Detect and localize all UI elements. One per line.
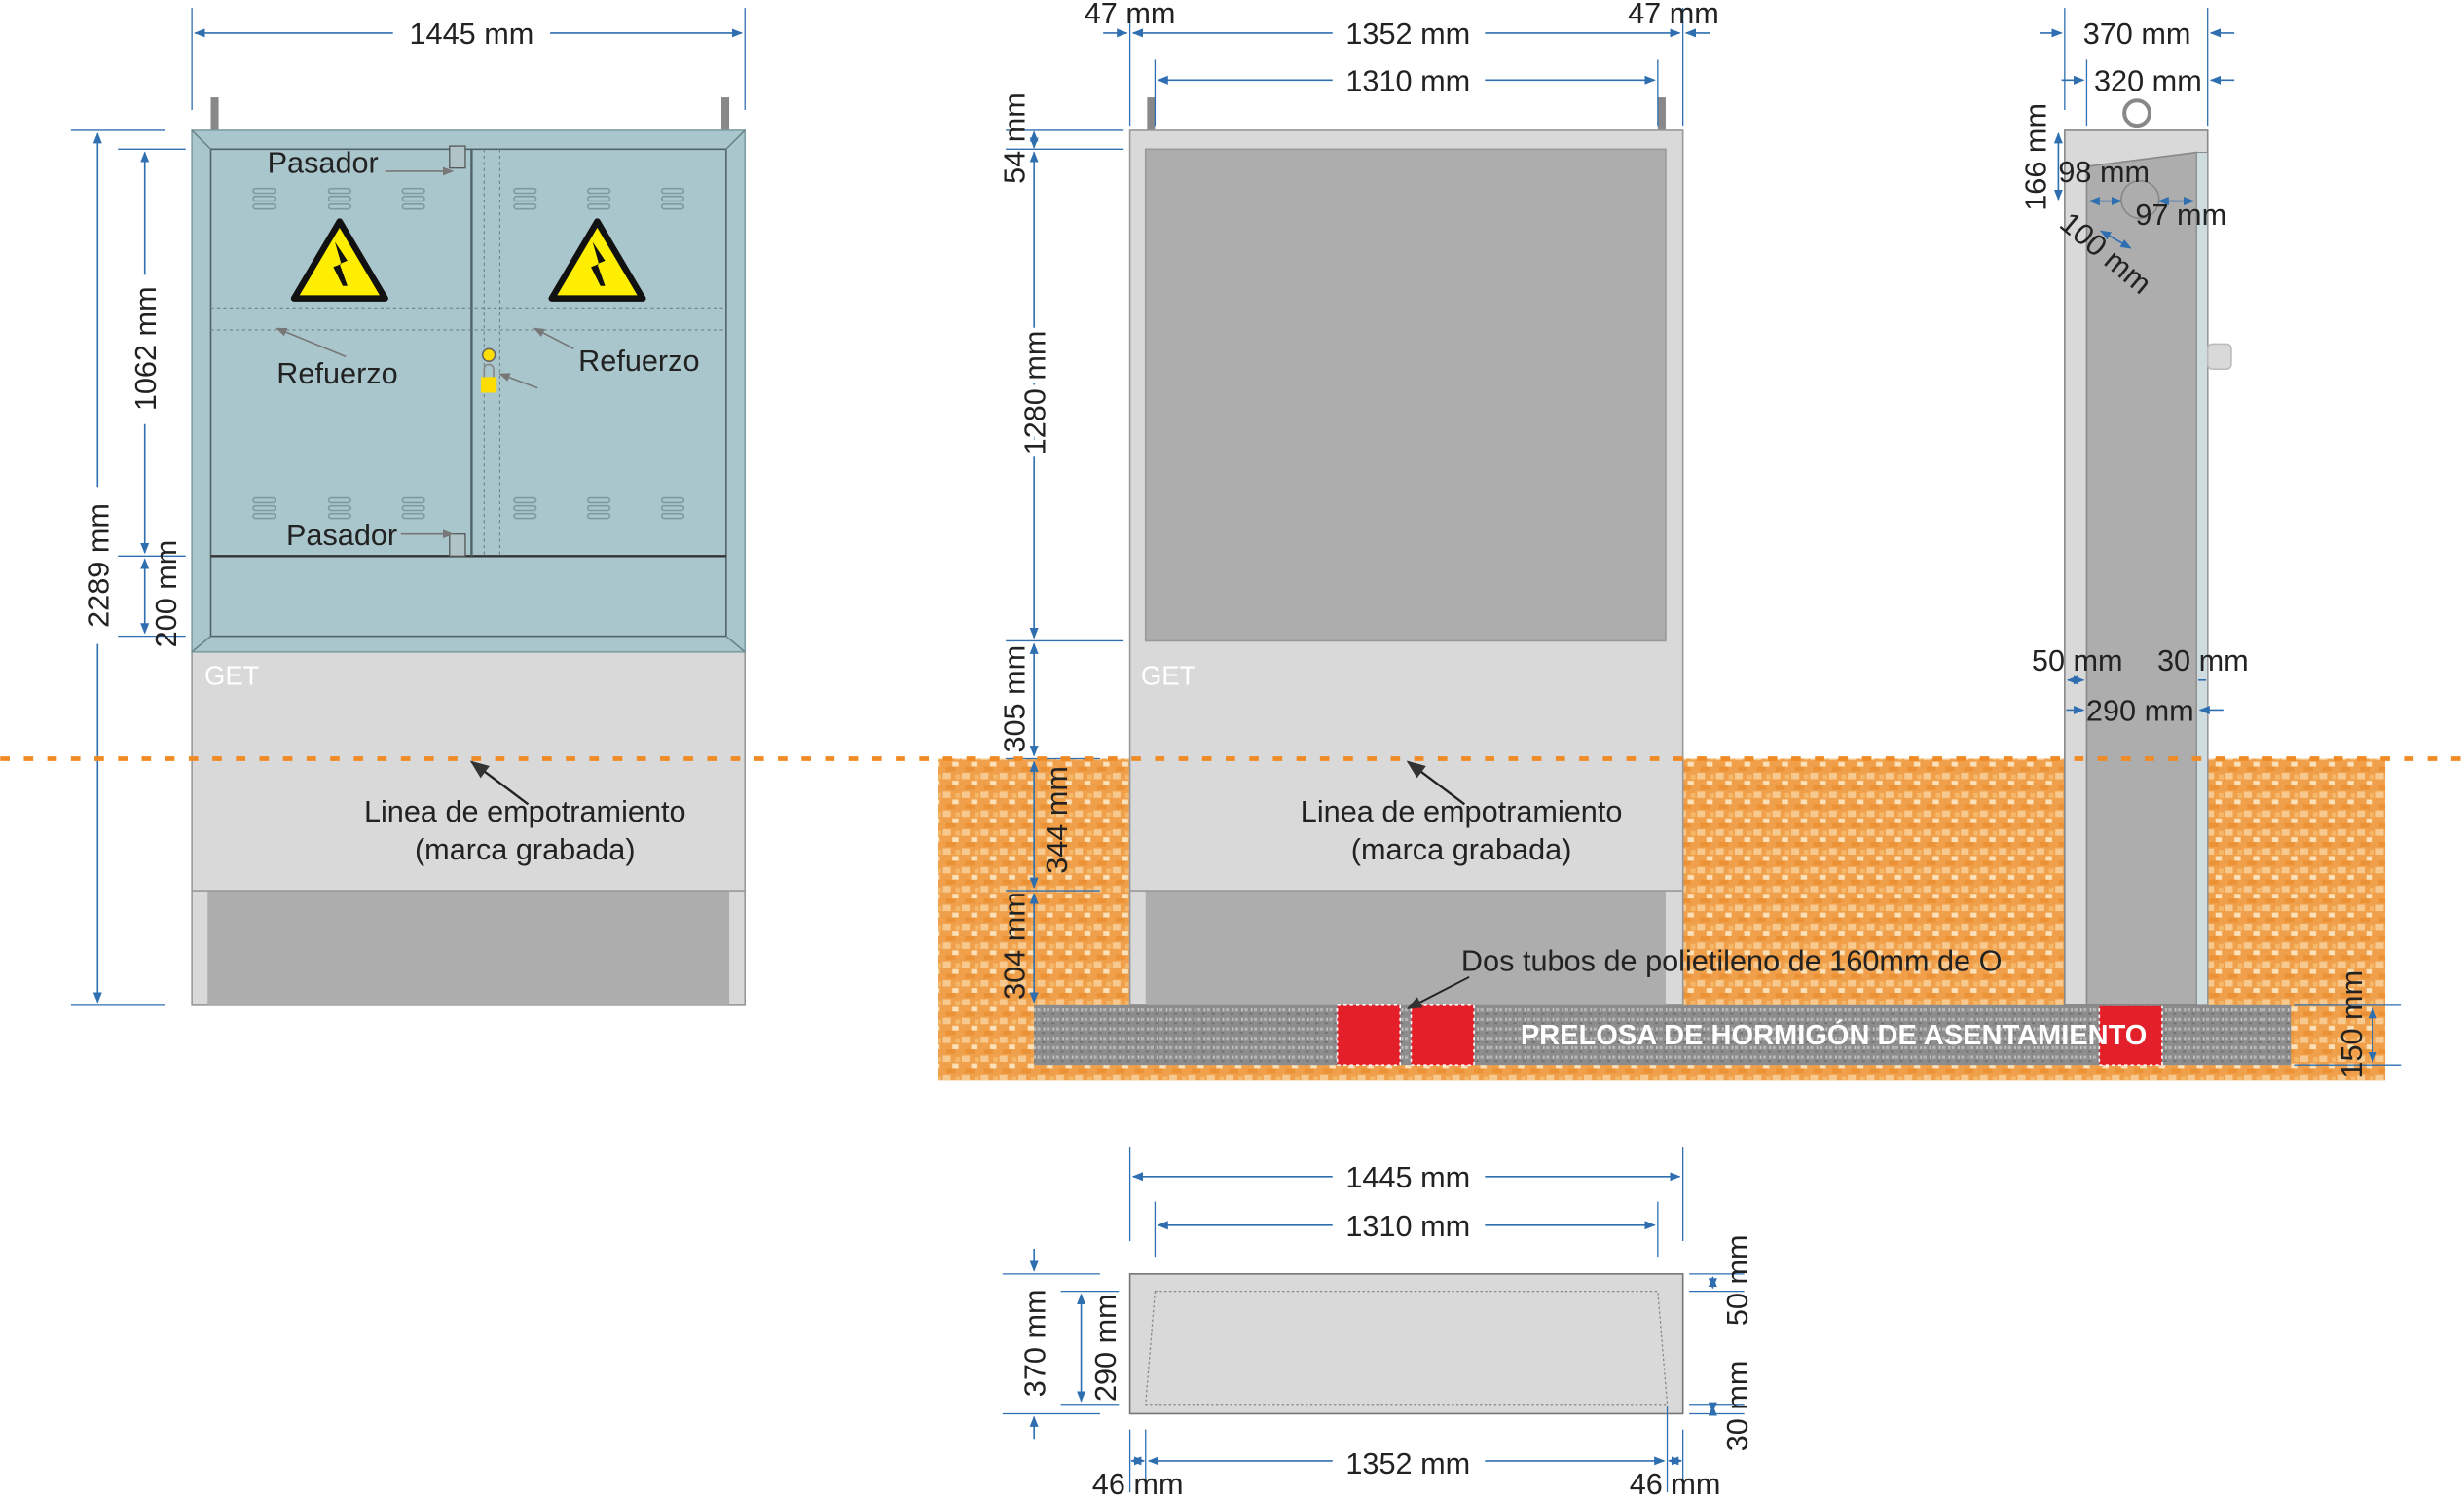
brand-label: GET [204, 661, 260, 691]
side-view: 370 mm 320 mm 166 mm 98 mm 97 mm 100 mm … [2019, 8, 2249, 1006]
dim-back: 30 mm [1721, 1361, 1754, 1452]
dim-cavity: 1280 mm [1018, 331, 1051, 456]
embedding-line-label: Linea de empotramiento [364, 795, 686, 828]
dim-left: 46 mm [1092, 1468, 1184, 1497]
dim-right-wall: 47 mm [1628, 0, 1719, 30]
dim-inner-width: 1352 mm [1345, 18, 1470, 51]
dim-inner-depth: 290 mm [1089, 1294, 1122, 1402]
dim-depth: 370 mm [2083, 18, 2191, 51]
refuerzo-label: Refuerzo [276, 357, 397, 390]
dim-hole-left: 98 mm [2058, 156, 2150, 189]
refuerzo-label: Refuerzo [578, 345, 699, 378]
dim-top: 54 mm [998, 92, 1031, 184]
dim-bottom: 304 mm [998, 892, 1031, 1000]
dim-hole-right: 97 mm [2135, 199, 2226, 232]
dim-depth: 370 mm [1018, 1289, 1051, 1397]
dim-opening: 1310 mm [1345, 1210, 1470, 1243]
dim-width: 1445 mm [1345, 1161, 1470, 1194]
padlock-icon [481, 347, 497, 393]
slab-label: PRELOSA DE HORMIGÓN DE ASENTAMIENTO [1521, 1018, 2148, 1051]
dim-front: 50 mm [1721, 1234, 1754, 1326]
brand-label: GET [1141, 661, 1196, 691]
dim-buried: 344 mm [1041, 766, 1074, 874]
dim-total-height: 2289 mm [83, 503, 116, 628]
dim-width: 1445 mm [409, 18, 533, 51]
dim-left-wall: 47 mm [1085, 0, 1176, 30]
dim-inner-width: 1352 mm [1345, 1447, 1470, 1480]
dim-above-ground: 305 mm [998, 645, 1031, 753]
dim-slab: 150 mm [2335, 970, 2369, 1078]
dim-door-height: 1062 mm [129, 286, 163, 411]
dim-top: 166 mm [2019, 103, 2052, 211]
pipe-section [1410, 1004, 1475, 1066]
plan-view: 1445 mm 1310 mm 370 mm 290 mm 50 mm 30 m… [1002, 1147, 1754, 1497]
dim-right: 46 mm [1630, 1468, 1721, 1497]
pipe-section [1336, 1004, 1401, 1066]
dim-wall-front: 50 mm [2032, 644, 2123, 677]
dim-opening: 1310 mm [1345, 65, 1470, 98]
front-view: GET Pasador Pasador Refuerzo Refuerzo Li… [70, 8, 747, 1006]
dim-base-panel: 200 mm [150, 540, 183, 648]
pasador-label: Pasador [286, 519, 397, 552]
pasador-label: Pasador [268, 147, 379, 180]
dim-wall-back: 30 mm [2157, 644, 2249, 677]
dim-cavity: 290 mm [2086, 695, 2194, 728]
embedding-line-label: Linea de empotramiento [1301, 795, 1623, 828]
dim-inner-depth: 320 mm [2094, 65, 2202, 98]
pipes-label: Dos tubos de polietileno de 160mm de O [1461, 944, 2003, 977]
embedding-line-note: (marca grabada) [415, 833, 636, 866]
embedding-line-note: (marca grabada) [1351, 833, 1572, 866]
concrete-slab [1034, 1004, 2292, 1066]
section-view: GET Linea de empotramiento (marca grabad… [998, 0, 2402, 1078]
